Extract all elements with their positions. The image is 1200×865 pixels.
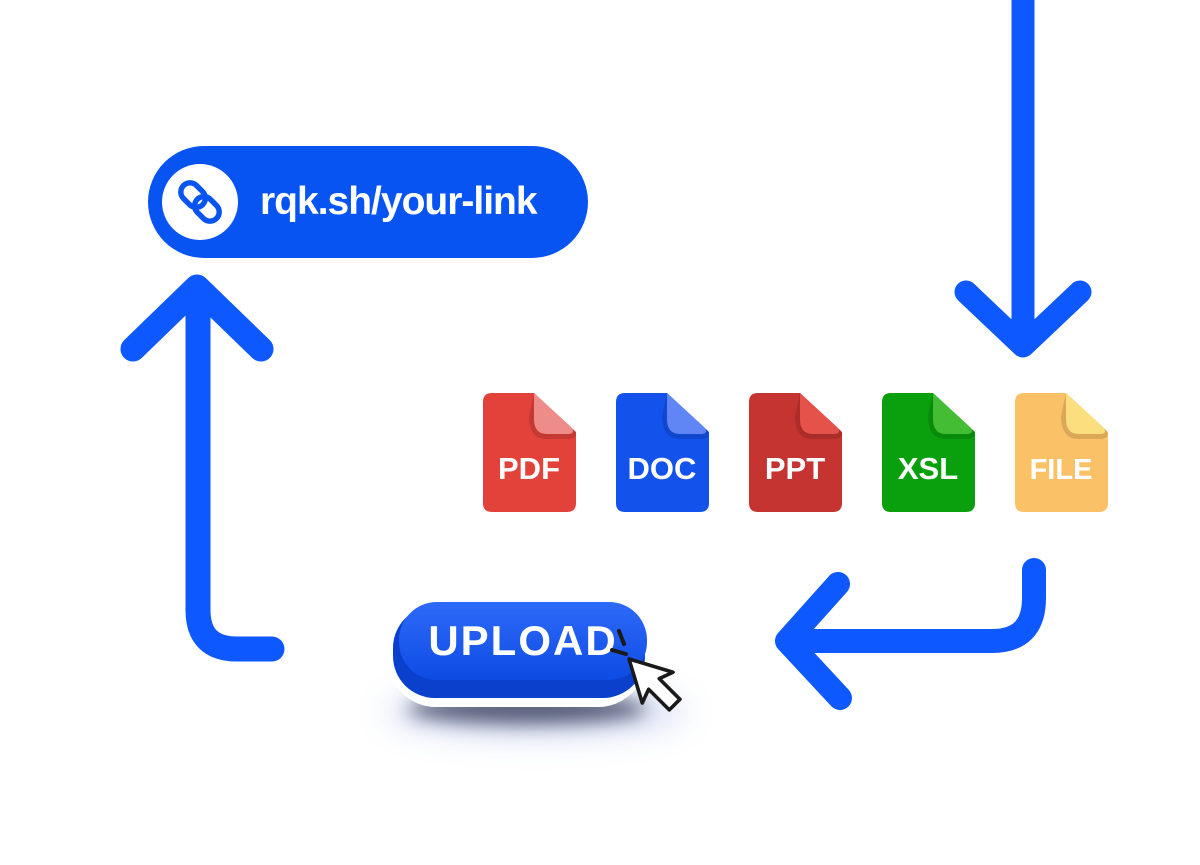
- link-icon-circle: [162, 164, 238, 240]
- arrow-up-icon: [120, 274, 285, 662]
- cursor-pointer-shape: [627, 657, 682, 712]
- upload-button-label: UPLOAD: [428, 617, 618, 664]
- mouse-cursor-icon: [610, 629, 682, 712]
- file-icon-xsl: XSL: [882, 393, 975, 512]
- svg-text:FILE: FILE: [1030, 454, 1093, 486]
- svg-text:PDF: PDF: [498, 451, 560, 486]
- arrow-left-icon: [775, 558, 1046, 710]
- arrow-down-icon: [954, 0, 1092, 358]
- short-link-url: rqk.sh/your-link: [260, 180, 538, 223]
- svg-text:PPT: PPT: [765, 451, 825, 486]
- file-icon-doc: DOC: [616, 393, 709, 512]
- chain-link-icon: [178, 180, 222, 224]
- short-link-pill[interactable]: rqk.sh/your-link: [148, 146, 588, 258]
- file-types-row: PDF DOC PPT XSL: [483, 393, 1108, 512]
- upload-button[interactable]: UPLOAD: [399, 602, 647, 680]
- file-icon-pdf: PDF: [483, 393, 576, 512]
- file-icon-ppt: PPT: [749, 393, 842, 512]
- click-spark-line: [610, 648, 628, 656]
- svg-text:DOC: DOC: [628, 451, 697, 486]
- file-icon-file: FILE: [1015, 393, 1108, 512]
- svg-text:XSL: XSL: [898, 451, 958, 486]
- click-spark-line: [617, 629, 626, 646]
- upload-button-group: UPLOAD: [378, 596, 686, 746]
